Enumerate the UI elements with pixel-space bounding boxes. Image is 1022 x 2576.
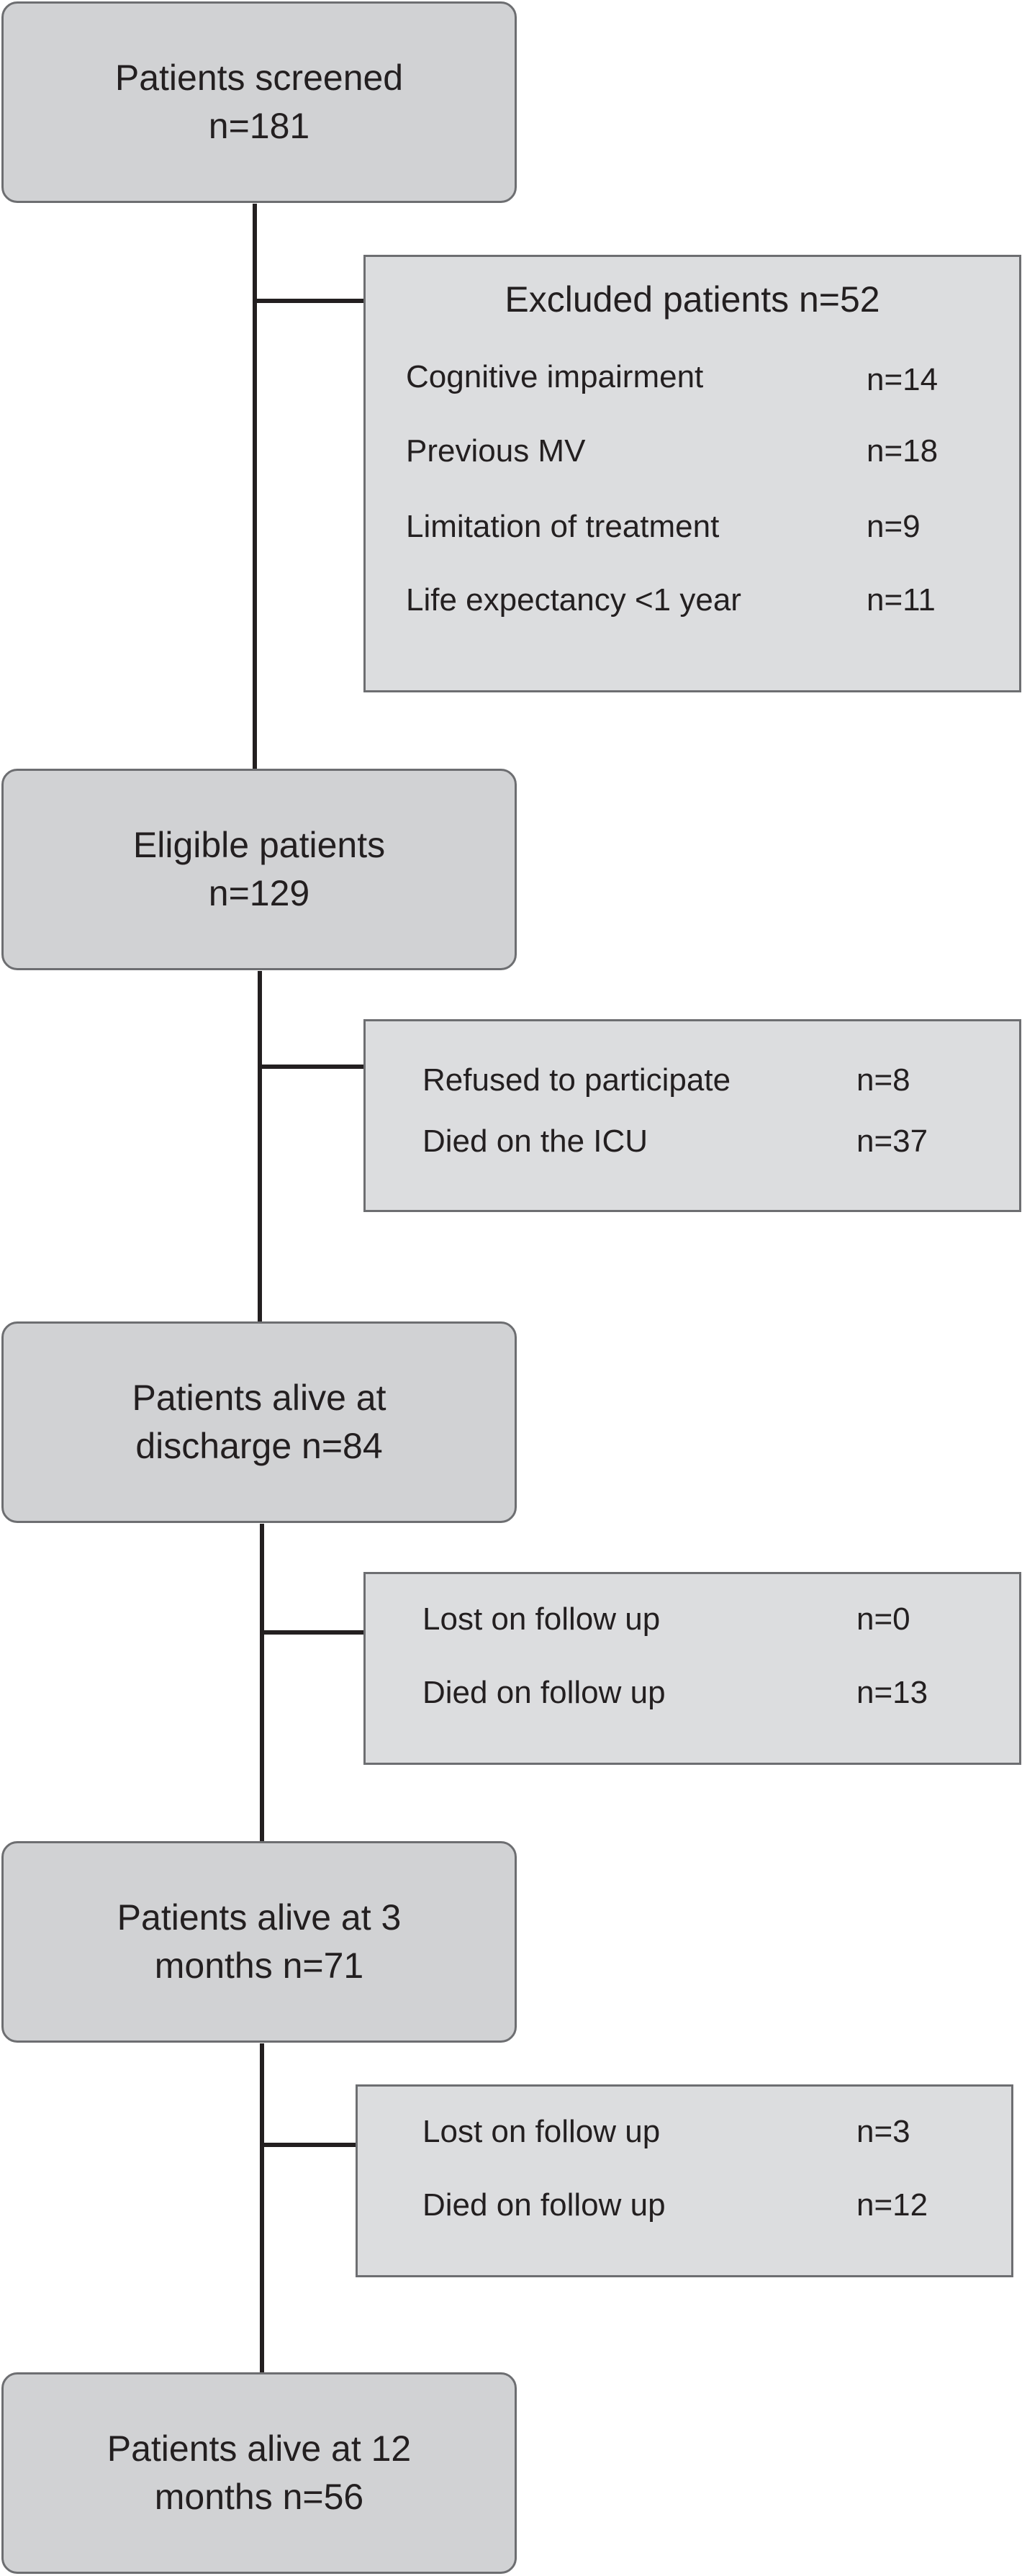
stage-label: Patients alive at 3 (117, 1897, 402, 1938)
exclusion-reason: Cognitive impairment (406, 359, 704, 394)
exclusion-count: n=8 (856, 1062, 910, 1098)
stage-box-eligible: Eligible patients n=129 (1, 769, 517, 970)
exclusion-reason: Died on follow up (422, 2187, 666, 2223)
stage-label: Patients screened (114, 58, 404, 98)
exclusion-box-eligible: Refused to participate n=8 Died on the I… (363, 1019, 1021, 1212)
exclusion-reason: Limitation of treatment (406, 509, 720, 544)
stage-label: Eligible patients (132, 825, 386, 865)
exclusion-box-3-months: Lost on follow up n=3 Died on follow up … (356, 2084, 1013, 2277)
exclusion-count: n=11 (867, 582, 936, 618)
exclusion-count: n=13 (856, 1675, 928, 1710)
stage-box-alive-12-months: Patients alive at 12 months n=56 (1, 2372, 517, 2574)
exclusion-reason: Died on follow up (422, 1675, 666, 1710)
stage-count: months n=56 (154, 2477, 364, 2517)
exclusion-reason: Previous MV (406, 433, 586, 469)
exclusion-reason: Died on the ICU (422, 1124, 648, 1159)
stage-box-alive-3-months: Patients alive at 3 months n=71 (1, 1841, 517, 2043)
exclusion-count: n=12 (856, 2187, 928, 2223)
exclusion-count: n=18 (867, 433, 939, 469)
exclusion-count: n=9 (867, 509, 921, 544)
exclusion-count: n=37 (856, 1124, 928, 1159)
exclusion-count: n=0 (856, 1601, 910, 1637)
stage-count: months n=71 (154, 1945, 364, 1986)
exclusion-box-screening: Excluded patients n=52 Cognitive impairm… (363, 255, 1021, 692)
exclusion-reason: Life expectancy <1 year (406, 582, 741, 618)
exclusion-box-discharge: Lost on follow up n=0 Died on follow up … (363, 1572, 1021, 1765)
stage-count: n=181 (208, 106, 310, 146)
stage-label: Patients alive at (132, 1378, 386, 1418)
exclusion-reason: Refused to participate (422, 1062, 731, 1098)
stage-label: Patients alive at 12 (107, 2428, 412, 2469)
exclusion-reason: Lost on follow up (422, 2114, 661, 2149)
exclusion-count: n=14 (867, 362, 939, 397)
stage-box-alive-discharge: Patients alive at discharge n=84 (1, 1321, 517, 1523)
exclusion-count: n=3 (856, 2114, 910, 2149)
stage-count: discharge n=84 (135, 1426, 383, 1466)
exclusion-reason: Lost on follow up (422, 1601, 661, 1637)
stage-box-screened: Patients screened n=181 (1, 1, 517, 203)
exclusion-title: Excluded patients n=52 (505, 279, 880, 320)
stage-count: n=129 (208, 873, 310, 913)
